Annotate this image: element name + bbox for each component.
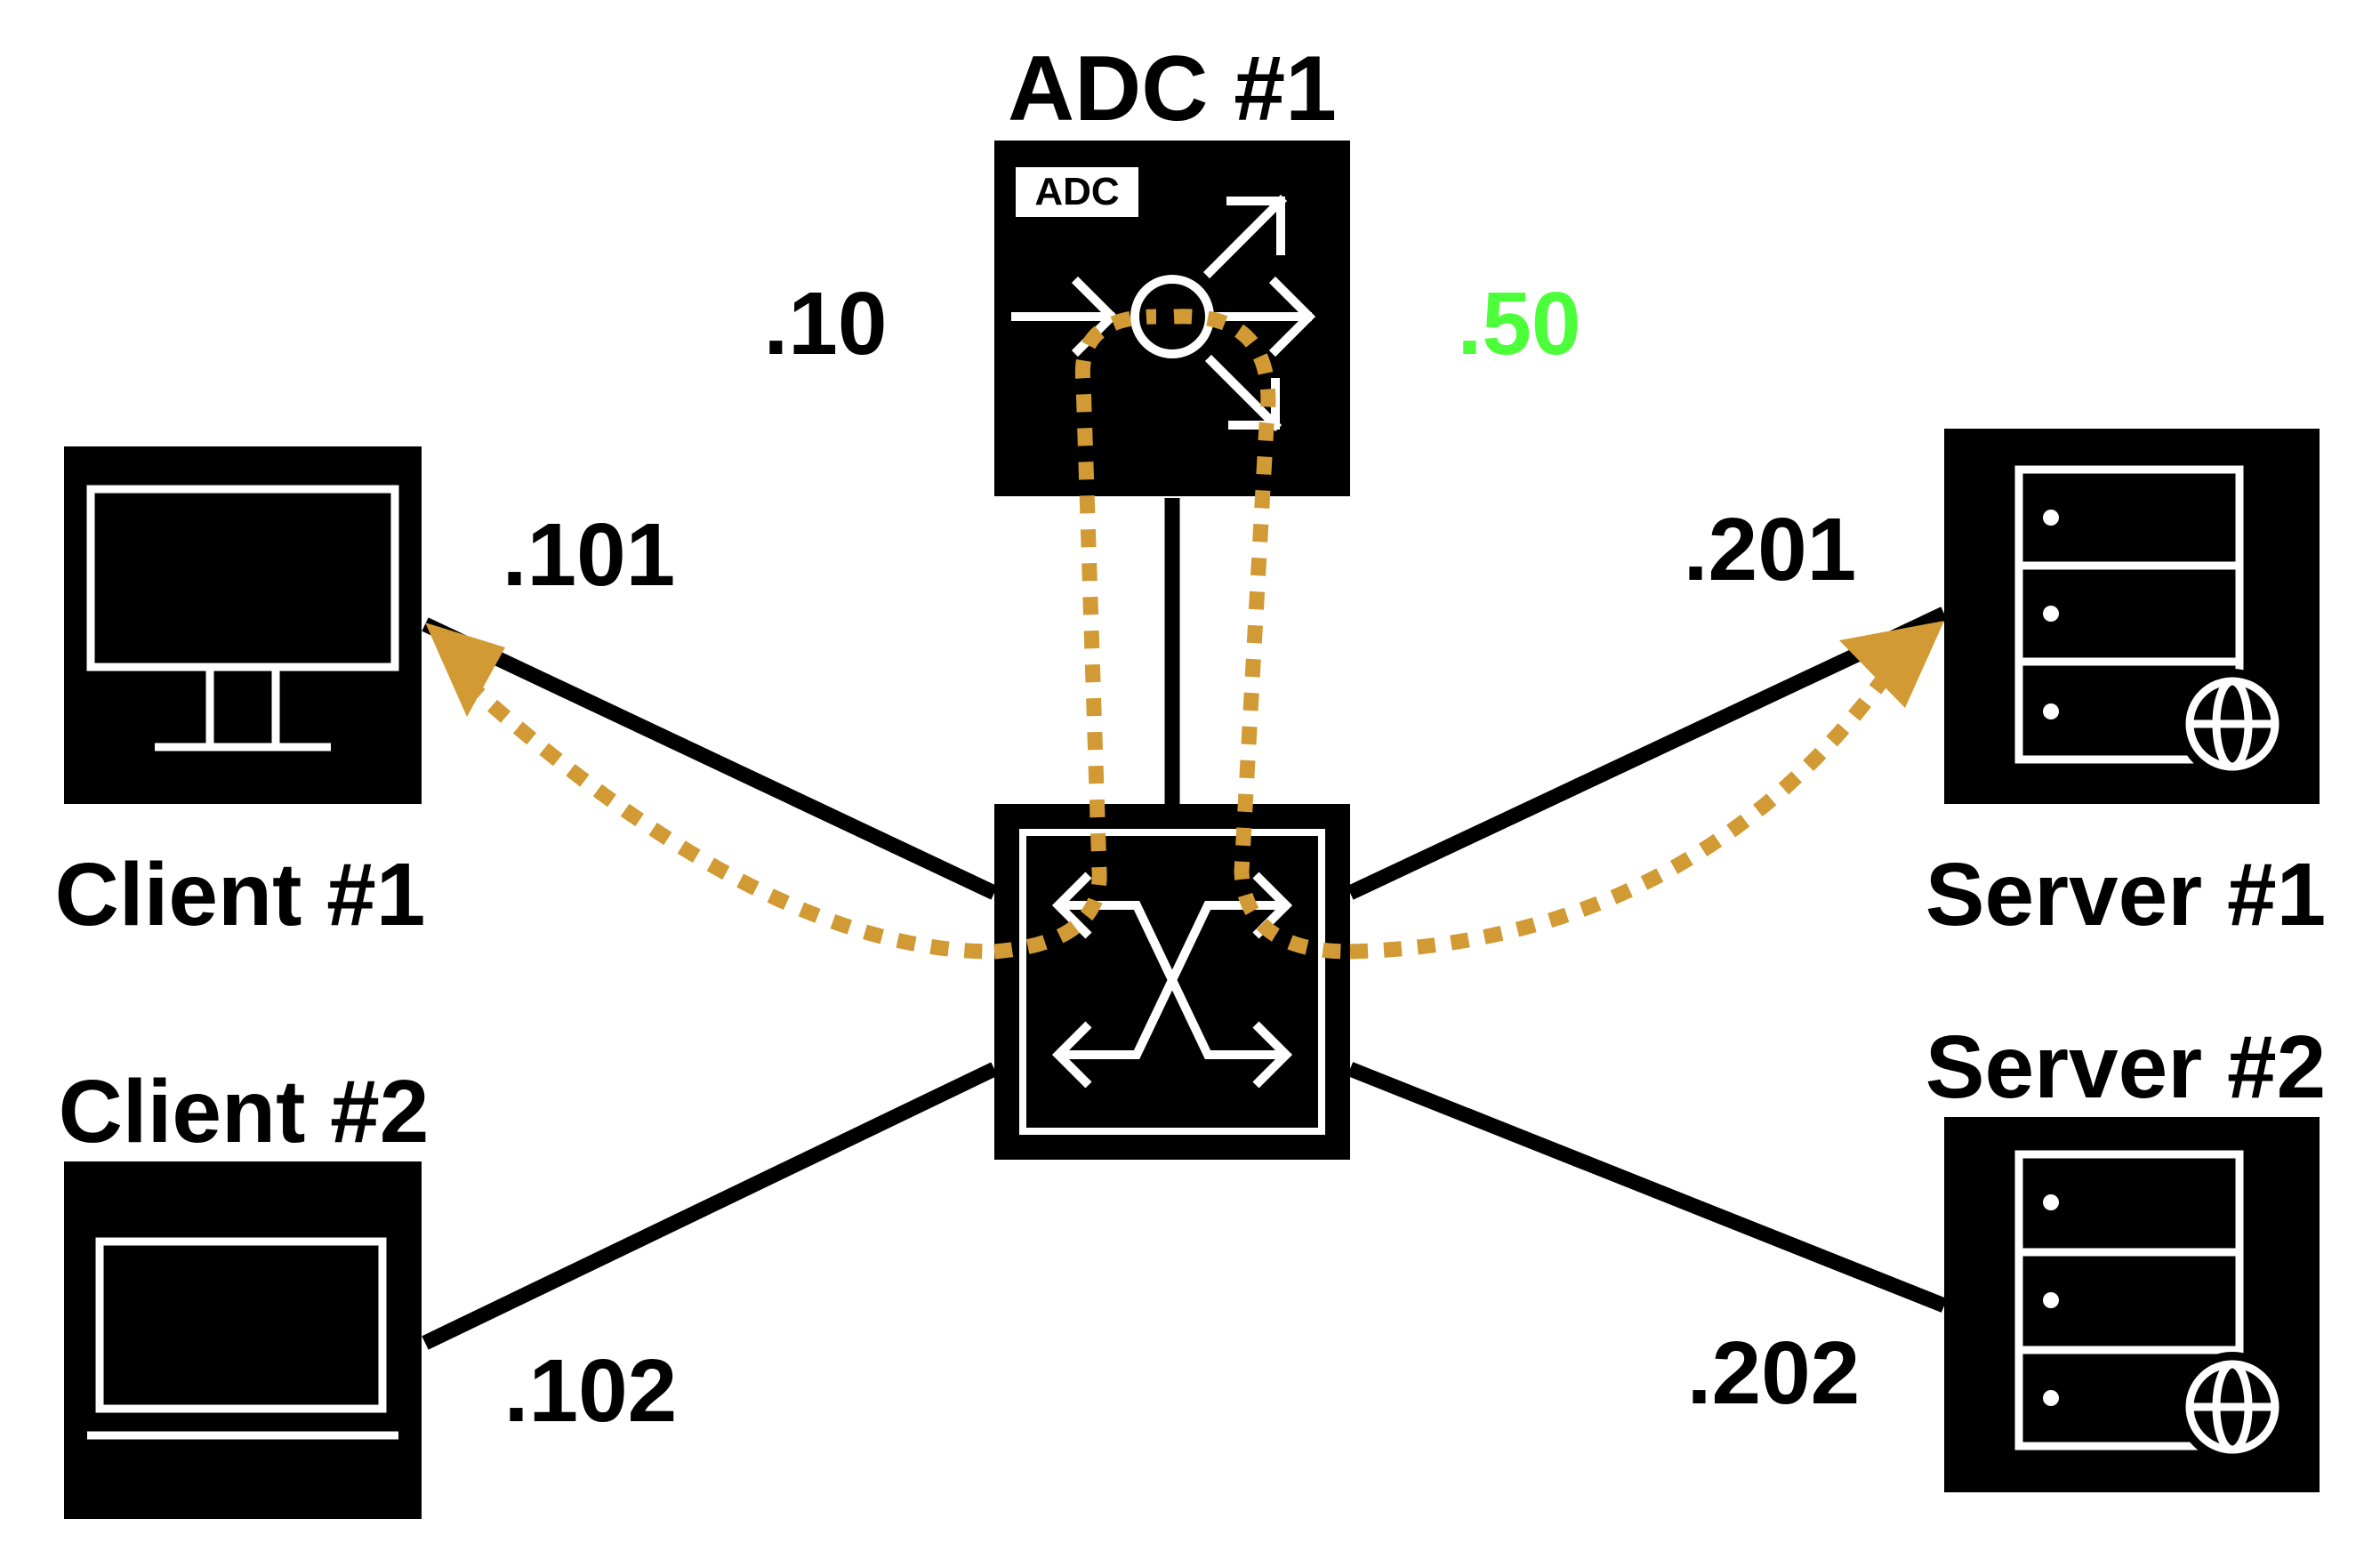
traffic-flow	[462, 309, 1892, 960]
server2-ip: .202	[1687, 1323, 1861, 1423]
laptop-icon	[87, 1237, 398, 1440]
client2-ip: .102	[504, 1341, 678, 1441]
flow-switch-to-adc-left	[993, 309, 1157, 960]
link-client2-switch	[422, 1062, 998, 1350]
link-server1-switch	[1347, 607, 1948, 900]
adc-badge	[1016, 167, 1138, 217]
link-client1-switch	[422, 617, 998, 900]
adc-ip-right: .50	[1457, 274, 1580, 374]
server2-device	[1944, 1117, 2320, 1492]
switch-device	[994, 804, 1350, 1160]
server1-device	[1944, 429, 2320, 804]
adc-device: ADC	[994, 141, 1350, 496]
client1-device	[64, 446, 422, 804]
labels: ADC #1 .10 .50 .101 Client #1 Client #2 …	[55, 37, 2327, 1441]
link-server2-switch	[1347, 1062, 1948, 1313]
adc-ip-left: .10	[763, 274, 887, 374]
connection-lines	[422, 498, 1948, 1350]
client2-device	[64, 1161, 422, 1519]
desktop-monitor-icon	[86, 485, 399, 751]
flow-client1-to-switch	[462, 677, 995, 960]
adc-title: ADC #1	[1008, 37, 1337, 141]
server-rack-icon	[2014, 1150, 2244, 1451]
server2-title: Server #2	[1926, 1017, 2326, 1117]
flow-adc-to-switch-right	[1173, 309, 1351, 960]
flow-switch-to-server1	[1349, 671, 1892, 960]
client1-title: Client #1	[55, 845, 426, 944]
flow-arrowheads	[425, 621, 1944, 717]
arrowhead-client1	[425, 623, 505, 717]
globe-icon	[2185, 677, 2279, 771]
globe-icon	[2185, 1360, 2279, 1454]
server-rack-icon	[2014, 465, 2244, 764]
arrowhead-server1	[1839, 621, 1944, 708]
server1-title: Server #1	[1926, 845, 2326, 944]
server1-ip: .201	[1684, 500, 1857, 599]
client2-title: Client #2	[59, 1062, 430, 1161]
client1-ip: .101	[503, 505, 676, 605]
adc-badge-label: ADC	[1034, 170, 1119, 213]
